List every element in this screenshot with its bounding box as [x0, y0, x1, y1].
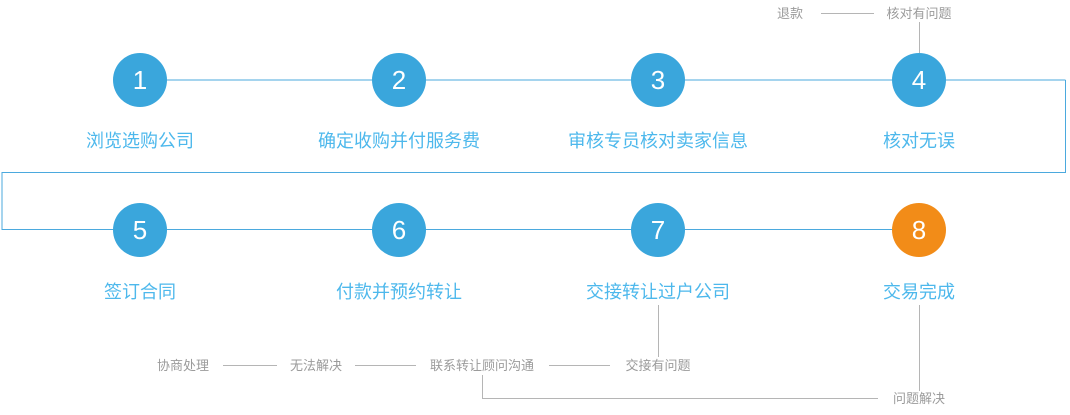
step-number-8: 8 [911, 215, 927, 245]
annotation-negotiate: 协商处理 [156, 358, 210, 373]
step-number-1: 1 [132, 65, 148, 95]
annotation-handover-issue: 交接有问题 [625, 358, 691, 373]
annotation-contact-advisor: 联系转让顾问沟通 [429, 358, 535, 373]
step-label-5: 签订合同 [104, 282, 176, 302]
step-label-1: 浏览选购公司 [86, 131, 194, 151]
annotation-unresolved: 无法解决 [289, 358, 343, 373]
step-node-6[interactable]: 6 [372, 203, 426, 257]
step-node-3[interactable]: 3 [631, 53, 685, 107]
annotation-verify-issue: 核对有问题 [886, 6, 952, 21]
step-node-1[interactable]: 1 [113, 53, 167, 107]
step-number-5: 5 [132, 215, 148, 245]
step-label-2: 确定收购并付服务费 [318, 131, 480, 151]
step-node-4[interactable]: 4 [892, 53, 946, 107]
annotation-problem-resolved: 问题解决 [892, 391, 946, 406]
step-number-6: 6 [391, 215, 407, 245]
step-label-4: 核对无误 [883, 131, 955, 151]
step-number-7: 7 [650, 215, 666, 245]
step-node-8[interactable]: 8 [892, 203, 946, 257]
step-node-5[interactable]: 5 [113, 203, 167, 257]
step-number-4: 4 [911, 65, 927, 95]
step-label-6: 付款并预约转让 [336, 282, 462, 302]
wire-contact-to-resolved [482, 375, 878, 399]
step-number-3: 3 [650, 65, 666, 95]
step-number-2: 2 [391, 65, 407, 95]
step-label-3: 审核专员核对卖家信息 [568, 131, 748, 151]
step-label-8: 交易完成 [883, 282, 955, 302]
step-node-2[interactable]: 2 [372, 53, 426, 107]
annotation-wires [223, 13, 920, 399]
annotation-refund: 退款 [777, 6, 804, 21]
step-node-7[interactable]: 7 [631, 203, 685, 257]
step-label-7: 交接转让过户公司 [586, 282, 730, 302]
